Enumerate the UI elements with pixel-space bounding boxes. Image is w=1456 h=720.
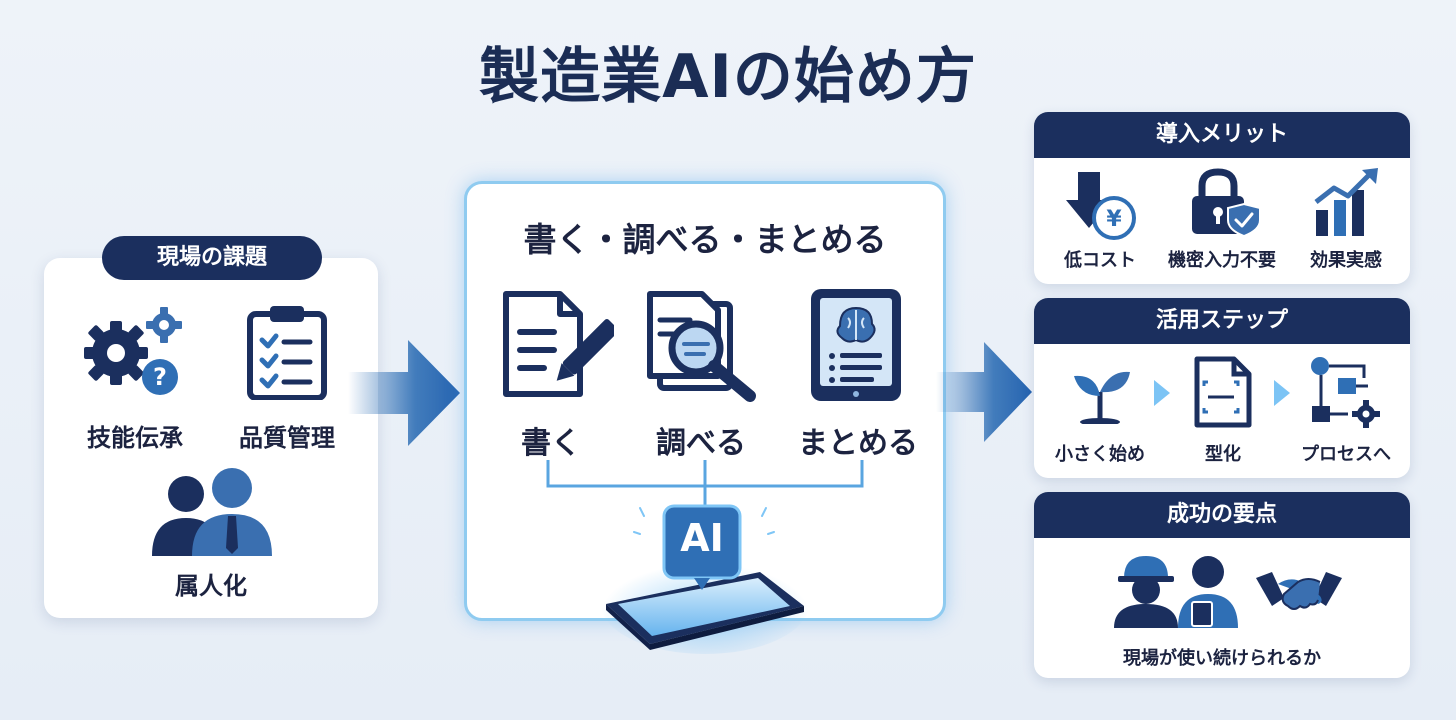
step-label-start-small: 小さく始め <box>1055 444 1145 465</box>
people-icon <box>152 468 272 556</box>
task-label-summarize: まとめる <box>798 426 918 461</box>
down-arrow-yen-icon: ¥ <box>1066 172 1136 240</box>
success-card: 成功の要点 <box>1034 492 1410 678</box>
step-chevron-2 <box>1274 380 1290 406</box>
clipboard-checklist-icon <box>247 306 327 400</box>
merit-label-no-confidential: 機密入力不要 <box>1168 250 1276 271</box>
lock-shield-icon <box>1192 168 1261 236</box>
gears-question-icon: ? <box>84 307 182 395</box>
success-caption: 現場が使い続けられるか <box>1123 648 1321 669</box>
process-flow-icon <box>1311 357 1380 428</box>
template-document-icon <box>1194 356 1252 428</box>
success-heading: 成功の要点 <box>1034 492 1410 538</box>
bar-chart-up-icon <box>1314 168 1378 236</box>
flow-arrow-left <box>348 340 460 446</box>
core-tasks-heading: 書く・調べる・まとめる <box>523 220 887 259</box>
sprout-icon <box>1074 371 1130 424</box>
merit-label-low-cost: 低コスト <box>1064 250 1136 271</box>
step-label-standardize: 型化 <box>1205 444 1241 465</box>
tablet-brain-icon <box>811 289 901 401</box>
steps-heading: 活用ステップ <box>1034 298 1410 344</box>
merit-heading: 導入メリット <box>1034 112 1410 158</box>
page-title: 製造業AIの始め方 <box>479 42 977 112</box>
item-label-skill: 技能伝承 <box>87 424 183 452</box>
ai-badge-text: AI <box>680 516 724 560</box>
item-label-personal-dependency: 属人化 <box>175 572 247 600</box>
task-label-research: 調べる <box>656 426 746 461</box>
svg-text:¥: ¥ <box>1106 207 1122 232</box>
handshake-icon <box>1256 572 1342 610</box>
document-pencil-icon <box>503 291 614 397</box>
item-label-quality: 品質管理 <box>239 424 335 452</box>
task-label-write: 書く <box>521 426 581 461</box>
workers-icon <box>1114 556 1238 628</box>
ai-tablet-icon <box>601 504 809 654</box>
flow-arrow-right <box>936 342 1032 442</box>
step-chevron-1 <box>1154 380 1170 406</box>
challenges-heading: 現場の課題 <box>102 236 322 280</box>
step-label-to-process: プロセスへ <box>1301 444 1391 465</box>
svg-text:?: ? <box>153 363 167 391</box>
document-search-icon <box>647 291 756 402</box>
merit-label-effect: 効果実感 <box>1310 250 1382 271</box>
